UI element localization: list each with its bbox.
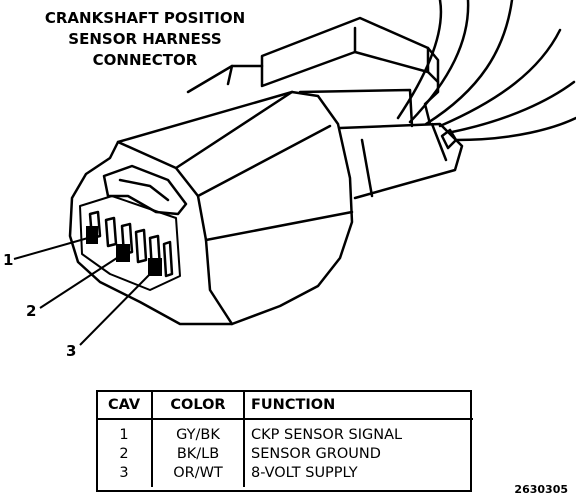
header-cav: CAV <box>97 391 153 420</box>
connector-body <box>68 90 354 326</box>
pin-leaders <box>13 237 153 346</box>
cell-cav: 2 <box>97 445 153 464</box>
table-row: 1 GY/BK CKP SENSOR SIGNAL <box>97 419 473 445</box>
leader-pin-3 <box>79 271 153 346</box>
header-function: FUNCTION <box>244 391 473 420</box>
header-color: COLOR <box>152 391 245 420</box>
cavity-table: CAV COLOR FUNCTION 1 GY/BK CKP SENSOR SI… <box>97 391 473 487</box>
cell-function: CKP SENSOR SIGNAL <box>251 427 403 443</box>
leader-pin-1 <box>13 237 89 260</box>
cell-cav: 3 <box>97 464 153 487</box>
diagram-title: CRANKSHAFT POSITION SENSOR HARNESS CONNE… <box>0 8 290 71</box>
cell-color: BK/LB <box>152 445 245 464</box>
cell-function: 8-VOLT SUPPLY <box>251 465 358 481</box>
title-line-1: CRANKSHAFT POSITION <box>44 9 246 27</box>
figure-id: 2630305 <box>514 483 568 496</box>
table-row: 2 BK/LB SENSOR GROUND <box>97 445 473 464</box>
connector-boot <box>338 122 464 200</box>
leader-pin-2 <box>39 255 121 309</box>
cell-cav: 1 <box>97 419 153 445</box>
cavity-3 <box>148 258 162 276</box>
cell-color: GY/BK <box>152 419 245 445</box>
title-line-2: SENSOR HARNESS <box>68 30 222 48</box>
cavity-2 <box>116 244 130 262</box>
cell-color: OR/WT <box>152 464 245 487</box>
pin-label-1: 1 <box>3 251 13 269</box>
cavity-1 <box>86 226 98 244</box>
cell-function: SENSOR GROUND <box>251 446 381 462</box>
connector-rear-housing <box>186 16 440 128</box>
title-line-3: CONNECTOR <box>92 51 198 69</box>
pin-label-3: 3 <box>66 342 76 360</box>
table-header-row: CAV COLOR FUNCTION <box>97 391 473 420</box>
table-row: 3 OR/WT 8-VOLT SUPPLY <box>97 464 473 487</box>
pin-label-2: 2 <box>26 302 36 320</box>
